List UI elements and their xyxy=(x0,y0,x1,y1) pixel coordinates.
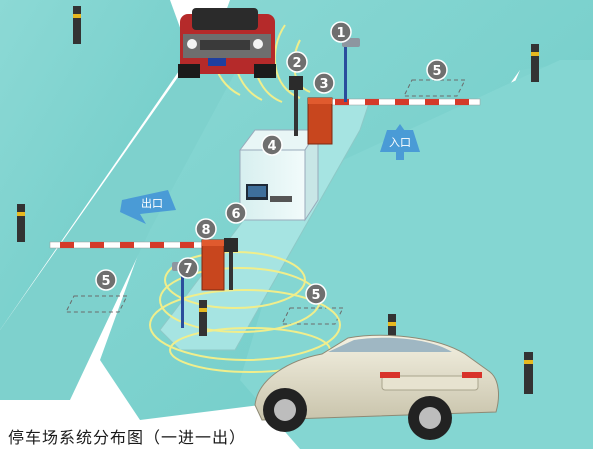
number-marker-circle xyxy=(225,202,247,224)
bollard-icon xyxy=(73,6,81,44)
number-marker-label: 1 xyxy=(336,26,345,41)
number-marker-label: 8 xyxy=(201,223,210,238)
entry-arrow-icon: 入口 xyxy=(380,124,420,160)
number-marker-label: 3 xyxy=(319,77,328,92)
number-marker: 4 xyxy=(261,134,283,156)
diagram-caption: 停车场系统分布图（一进一出） xyxy=(8,428,247,447)
number-marker-circle xyxy=(286,51,308,73)
exit-card-reader-icon xyxy=(224,238,238,290)
number-marker: 5 xyxy=(95,269,117,291)
number-marker: 6 xyxy=(225,202,247,224)
number-marker: 2 xyxy=(286,51,308,73)
number-marker: 1 xyxy=(330,21,352,43)
number-marker: 7 xyxy=(177,257,199,279)
car-icon xyxy=(178,8,276,78)
number-marker-circle xyxy=(195,218,217,240)
number-marker: 3 xyxy=(313,72,335,94)
bollard-icon xyxy=(531,44,539,82)
guard-booth-icon xyxy=(239,128,319,222)
number-marker-circle xyxy=(330,21,352,43)
number-marker: 8 xyxy=(195,218,217,240)
number-marker-circle xyxy=(95,269,117,291)
number-marker-label: 5 xyxy=(311,288,320,303)
entry-barrier-gate-icon xyxy=(307,97,333,145)
entry-card-reader-icon xyxy=(289,76,303,136)
number-markers: 1 2 3 4 5 6 7 8 5 5 xyxy=(95,21,448,305)
parking-spaces xyxy=(65,79,466,325)
number-marker-circle xyxy=(305,283,327,305)
number-marker-circle xyxy=(426,59,448,81)
exit-arrow-label: 出口 xyxy=(141,196,163,210)
bollard-icon xyxy=(199,300,207,336)
bollard-icon xyxy=(17,204,25,242)
exit-barrier-gate-icon xyxy=(201,239,225,291)
number-marker-circle xyxy=(313,72,335,94)
exit-barrier-arm xyxy=(49,241,211,249)
number-marker-label: 6 xyxy=(231,207,240,222)
number-marker: 5 xyxy=(426,59,448,81)
bollards xyxy=(17,6,539,394)
number-marker-circle xyxy=(261,134,283,156)
entry-barrier-arm xyxy=(329,98,481,106)
number-marker-label: 2 xyxy=(292,56,301,71)
number-marker-circle xyxy=(177,257,199,279)
car-icon xyxy=(254,334,499,440)
number-marker-label: 7 xyxy=(183,262,192,277)
number-marker-label: 5 xyxy=(101,274,110,289)
bollard-icon xyxy=(524,352,533,394)
number-marker-label: 4 xyxy=(267,139,276,154)
number-marker: 5 xyxy=(305,283,327,305)
entry-arrow-label: 入口 xyxy=(389,136,411,149)
bollard-icon xyxy=(388,314,396,352)
exit-arrow-icon: 出口 xyxy=(120,190,176,224)
number-marker-label: 5 xyxy=(432,64,441,79)
